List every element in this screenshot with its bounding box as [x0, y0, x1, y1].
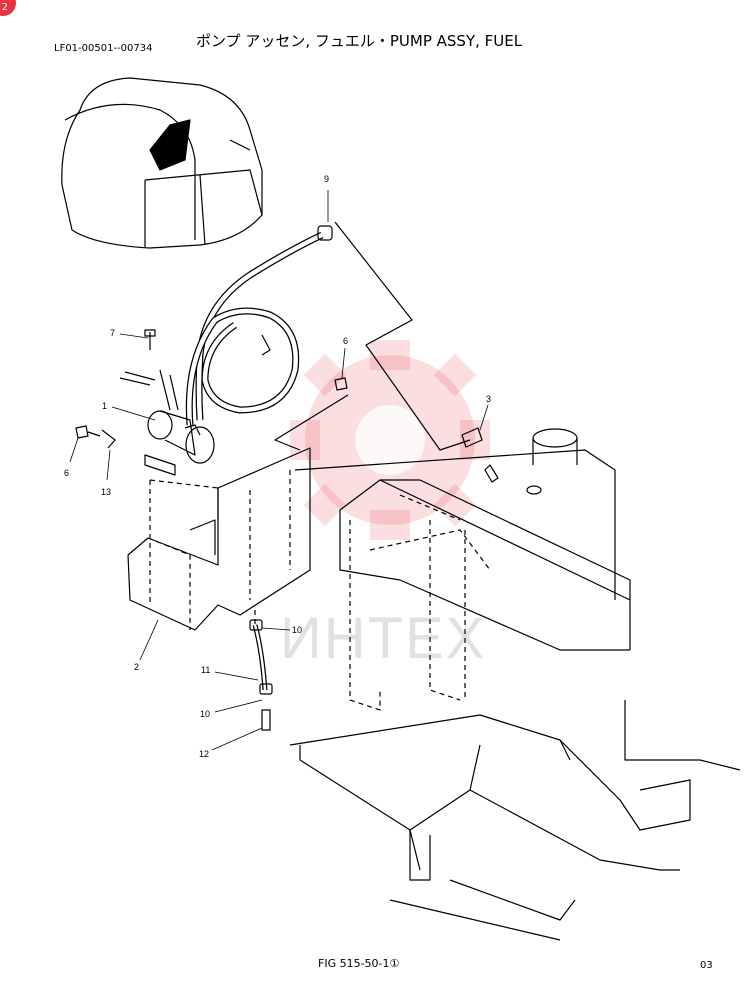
- callout-10-bottom: 10: [200, 709, 211, 719]
- callout-3: 3: [486, 394, 492, 404]
- callout-11: 11: [201, 665, 211, 675]
- callout-9: 9: [324, 174, 330, 184]
- bracket-drawing: [127, 447, 311, 631]
- callout-7: 7: [110, 328, 116, 338]
- corner-badge: 2: [0, 0, 16, 16]
- callout-13: 13: [101, 487, 112, 497]
- callout-10-top: 10: [292, 625, 303, 635]
- callout-6-right: 6: [343, 336, 349, 346]
- callout-6-left: 6: [64, 468, 70, 478]
- watermark-text: ИНТЕХ: [280, 606, 487, 671]
- callout-2: 2: [134, 662, 140, 672]
- tank-frame-drawing: [289, 428, 741, 941]
- machine-cab-illustration: [61, 77, 263, 249]
- page-number: 03: [700, 960, 713, 971]
- fuel-pump-drawing: [119, 369, 215, 476]
- callout-12: 12: [199, 749, 210, 759]
- page-title: ポンプ アッセン, フュエル・PUMP ASSY, FUEL: [196, 32, 523, 50]
- callout-1: 1: [102, 401, 108, 411]
- figure-number: FIG 515-50-1①: [318, 957, 400, 970]
- part-code: LF01-00501--00734: [54, 43, 153, 54]
